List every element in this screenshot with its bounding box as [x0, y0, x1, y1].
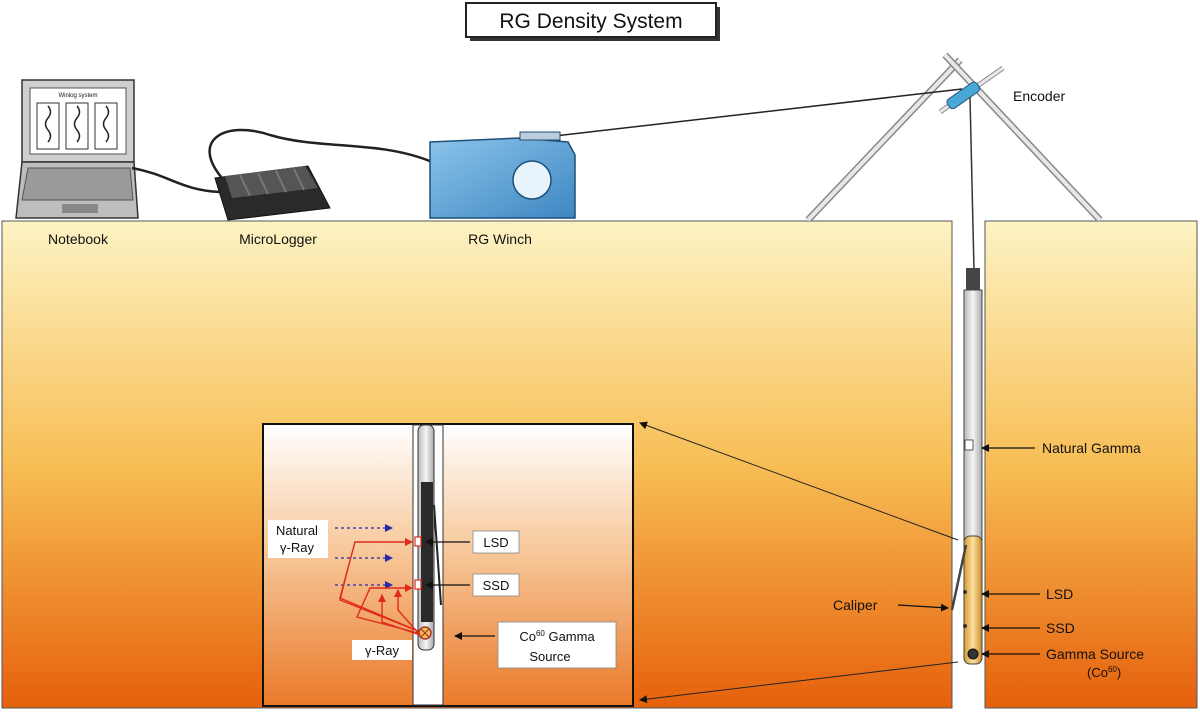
encoder-label: Encoder [1013, 88, 1065, 104]
inset-lsd-labelbox: LSD [472, 530, 520, 554]
notebook-icon: Winlog system [15, 79, 139, 219]
winch-icon [429, 131, 576, 219]
notebook-screen-header: Winlog system [58, 93, 97, 99]
winch-label: RG Winch [468, 231, 532, 247]
logger-winch-cable [208, 128, 433, 179]
inset-source-label-2: Source [529, 649, 570, 664]
diagram-title: RG Density System [499, 10, 682, 33]
inset-gamma-ray-label: γ-Ray [365, 643, 399, 658]
natural-ray-label-2: γ-Ray [280, 540, 314, 555]
gamma-source-isotope: (Co60) [1087, 665, 1121, 680]
winch-cable [519, 88, 963, 141]
inset-ssd-labelbox: SSD [472, 573, 520, 597]
notebook-label: Notebook [48, 231, 109, 247]
gamma-ray-paths [339, 538, 421, 636]
micrologger-icon [214, 165, 331, 221]
micrologger-label: MicroLogger [239, 231, 317, 247]
inset-gamma-ray-labelbox: γ-Ray [352, 640, 412, 660]
inset-source-label-1: Co60 Gamma [519, 629, 595, 644]
caliper-pointer [897, 603, 949, 612]
natural-ray-label-1: Natural [276, 523, 318, 538]
borehole-cable [969, 96, 975, 271]
zoom-line-bottom [639, 661, 959, 704]
lsd-label: LSD [1046, 586, 1073, 602]
ground-right [984, 220, 1198, 709]
caliper-label: Caliper [833, 597, 878, 613]
natural-ray-labelbox: Natural γ-Ray [268, 520, 328, 558]
natural-gamma-label: Natural Gamma [1042, 440, 1141, 456]
inset-lsd-label: LSD [483, 535, 508, 550]
notebook-logger-cable [131, 166, 221, 194]
inset-source-labelbox: Co60 Gamma Source [497, 621, 617, 669]
gamma-source-label: Gamma Source [1046, 646, 1144, 662]
encoder-icon [946, 81, 981, 110]
zoom-line-top [639, 421, 959, 541]
inset-ssd-label: SSD [483, 578, 510, 593]
borehole-probe [950, 268, 983, 665]
title-box: RG Density System [465, 2, 720, 41]
ssd-label: SSD [1046, 620, 1075, 636]
tripod [805, 52, 1103, 223]
